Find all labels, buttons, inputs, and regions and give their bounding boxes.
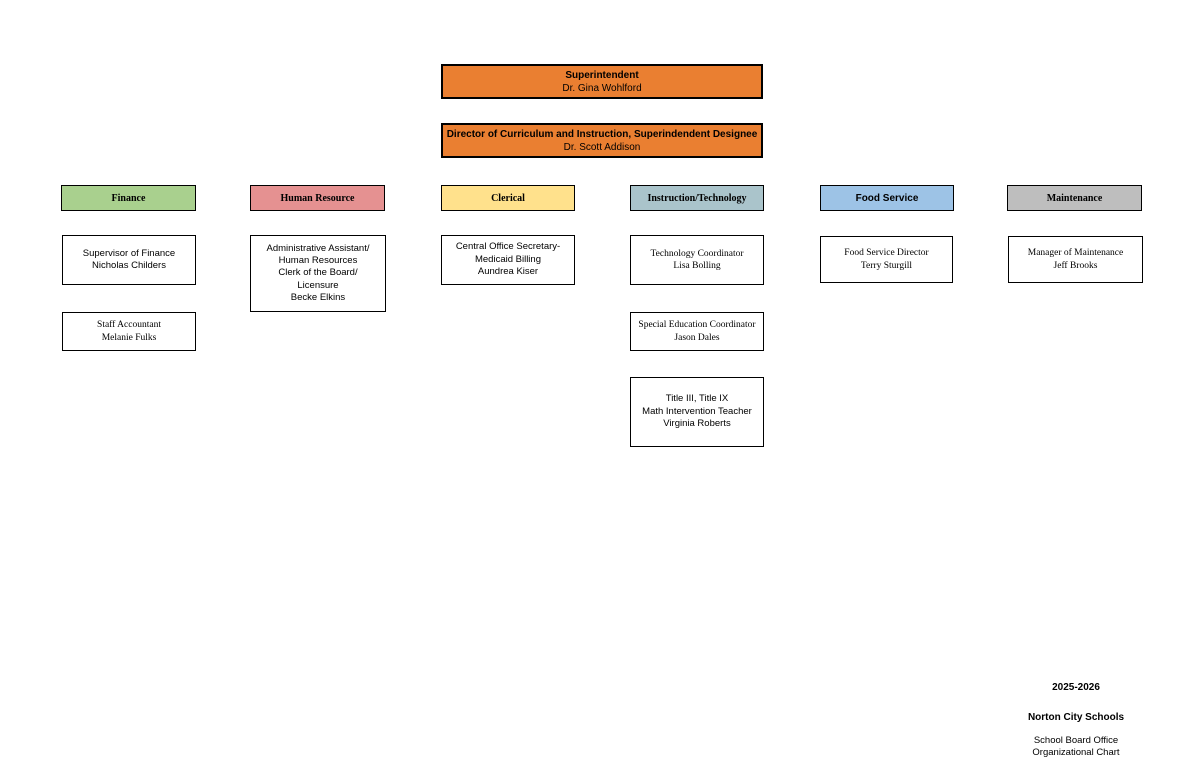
department-header-food-service: Food Service bbox=[820, 185, 954, 211]
staff-box-special-education-coordinator: Special Education Coordinator Jason Dale… bbox=[630, 312, 764, 351]
department-header-clerical: Clerical bbox=[441, 185, 575, 211]
staff-box-central-office-secretary: Central Office Secretary- Medicaid Billi… bbox=[441, 235, 575, 285]
department-header-human-resource: Human Resource bbox=[250, 185, 385, 211]
footer-chart-caption: School Board Office Organizational Chart bbox=[1032, 735, 1120, 758]
staff-box-supervisor-of-finance: Supervisor of Finance Nicholas Childers bbox=[62, 235, 196, 285]
director-name: Dr. Scott Addison bbox=[563, 141, 641, 153]
director-title: Director of Curriculum and Instruction, … bbox=[446, 128, 758, 140]
staff-box-food-service-director: Food Service Director Terry Sturgill bbox=[820, 236, 953, 283]
director-box: Director of Curriculum and Instruction, … bbox=[441, 123, 763, 158]
staff-box-administrative-assistant: Administrative Assistant/ Human Resource… bbox=[250, 235, 386, 312]
superintendent-name: Dr. Gina Wohlford bbox=[562, 82, 642, 94]
footer-school-year: 2025-2026 bbox=[1052, 682, 1100, 693]
department-header-finance: Finance bbox=[61, 185, 196, 211]
superintendent-box: Superintendent Dr. Gina Wohlford bbox=[441, 64, 763, 99]
department-header-instruction-technology: Instruction/Technology bbox=[630, 185, 764, 211]
staff-box-title-iii-title-ix: Title III, Title IX Math Intervention Te… bbox=[630, 377, 764, 447]
staff-box-manager-of-maintenance: Manager of Maintenance Jeff Brooks bbox=[1008, 236, 1143, 283]
staff-box-staff-accountant: Staff Accountant Melanie Fulks bbox=[62, 312, 196, 351]
footer-block: 2025-2026 Norton City Schools School Boa… bbox=[1008, 682, 1144, 759]
superintendent-title: Superintendent bbox=[565, 69, 639, 81]
staff-box-technology-coordinator: Technology Coordinator Lisa Bolling bbox=[630, 235, 764, 285]
department-header-maintenance: Maintenance bbox=[1007, 185, 1142, 211]
footer-organization-name: Norton City Schools bbox=[1027, 711, 1125, 723]
